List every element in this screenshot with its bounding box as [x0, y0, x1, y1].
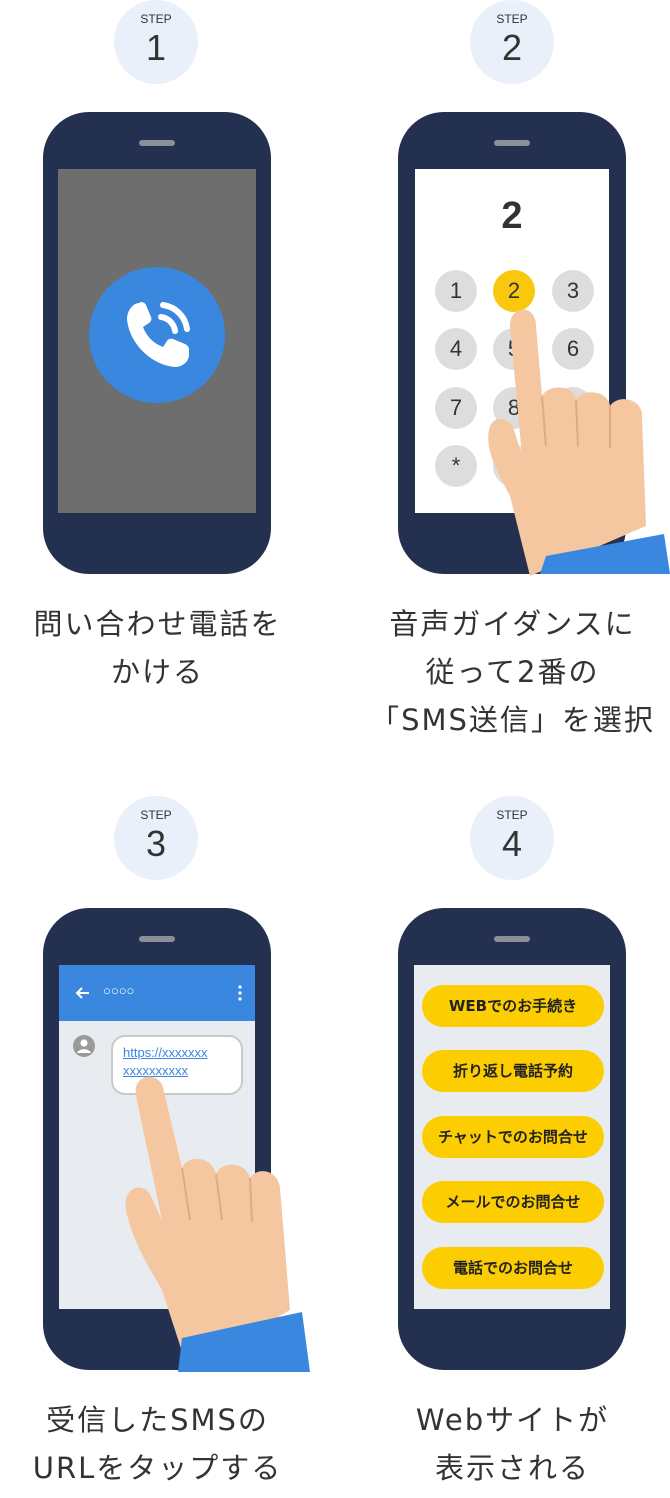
web-procedure-button[interactable]: WEBでのお手続き [422, 985, 604, 1027]
sms-screen: ○○○○ https://xxxxxxx xxxxxxxxxx [59, 965, 255, 1309]
callback-reservation-button[interactable]: 折り返し電話予約 [422, 1050, 604, 1092]
caption-line: 受信したSMSの [46, 1403, 269, 1437]
step-2-badge: STEP 2 [470, 0, 554, 84]
step-number: 3 [145, 823, 167, 864]
step-1-caption: 問い合わせ電話を かける [0, 600, 325, 696]
step-4-caption: Webサイトが 表示される [345, 1396, 670, 1492]
dial-key-2[interactable]: 2 [493, 270, 535, 312]
dial-display: 2 [501, 195, 523, 237]
phone-call-icon [127, 302, 190, 367]
sms-app-bar: ○○○○ [59, 965, 255, 1021]
dial-key-0[interactable]: 0 [493, 445, 535, 487]
caption-line: Webサイトが [415, 1403, 610, 1437]
caption-line: URLをタップする [32, 1451, 283, 1485]
dial-key-7[interactable]: 7 [435, 387, 477, 429]
incoming-call-screen [58, 169, 256, 513]
step-3-caption: 受信したSMSの URLをタップする [0, 1396, 325, 1492]
phone-speaker [139, 936, 175, 942]
call-button[interactable] [89, 267, 225, 403]
caption-line: かける [110, 655, 204, 689]
phone-step-2: 2 1 2 3 4 5 6 7 8 9 * 0 # [398, 112, 626, 574]
dial-key-hash[interactable]: # [552, 445, 594, 487]
step-label: STEP [496, 12, 528, 26]
dial-key-8[interactable]: 8 [493, 387, 535, 429]
phone-inquiry-button[interactable]: 電話でのお問合せ [422, 1247, 604, 1289]
dial-key-4[interactable]: 4 [435, 328, 477, 370]
caption-line: 従って2番の [425, 655, 600, 689]
caption-line: 表示される [434, 1451, 590, 1485]
phone-speaker [139, 140, 175, 146]
sms-link-line-1[interactable]: https://xxxxxxx [123, 1045, 208, 1060]
chat-inquiry-button[interactable]: チャットでのお問合せ [422, 1116, 604, 1158]
step-number: 1 [145, 27, 167, 68]
step-label: STEP [496, 808, 528, 822]
phone-step-3: ○○○○ https://xxxxxxx xxxxxxxxxx [43, 908, 271, 1370]
sms-message-bubble: https://xxxxxxx xxxxxxxxxx [111, 1035, 243, 1095]
arrow-left-icon[interactable] [75, 985, 91, 1001]
step-3-badge: STEP 3 [114, 796, 198, 880]
phone-step-4: WEBでのお手続き 折り返し電話予約 チャットでのお問合せ メールでのお問合せ … [398, 908, 626, 1370]
step-number: 4 [501, 823, 523, 864]
step-label: STEP [140, 808, 172, 822]
step-2-caption: 音声ガイダンスに 従って2番の 「SMS送信」を選択 [345, 600, 670, 744]
dial-key-5[interactable]: 5 [493, 328, 535, 370]
phone-speaker [494, 936, 530, 942]
caption-line: 問い合わせ電話を [33, 607, 282, 641]
dial-key-1[interactable]: 1 [435, 270, 477, 312]
step-label: STEP [140, 12, 172, 26]
sender-avatar-icon [73, 1035, 95, 1057]
step-4-badge: STEP 4 [470, 796, 554, 880]
dial-key-9[interactable]: 9 [552, 387, 594, 429]
sms-link-line-2[interactable]: xxxxxxxxxx [123, 1063, 188, 1078]
more-vert-icon[interactable] [237, 985, 243, 1001]
caption-line: 「SMS送信」を選択 [370, 703, 655, 737]
dial-key-star[interactable]: * [435, 445, 477, 487]
sms-contact-name: ○○○○ [103, 983, 135, 998]
phone-step-1 [43, 112, 271, 574]
step-1-badge: STEP 1 [114, 0, 198, 84]
dialpad-screen: 2 1 2 3 4 5 6 7 8 9 * 0 # [415, 169, 609, 513]
email-inquiry-button[interactable]: メールでのお問合せ [422, 1181, 604, 1223]
phone-speaker [494, 140, 530, 146]
dial-key-6[interactable]: 6 [552, 328, 594, 370]
caption-line: 音声ガイダンスに [389, 607, 636, 641]
dial-key-3[interactable]: 3 [552, 270, 594, 312]
step-number: 2 [501, 27, 523, 68]
web-menu-screen: WEBでのお手続き 折り返し電話予約 チャットでのお問合せ メールでのお問合せ … [414, 965, 610, 1309]
